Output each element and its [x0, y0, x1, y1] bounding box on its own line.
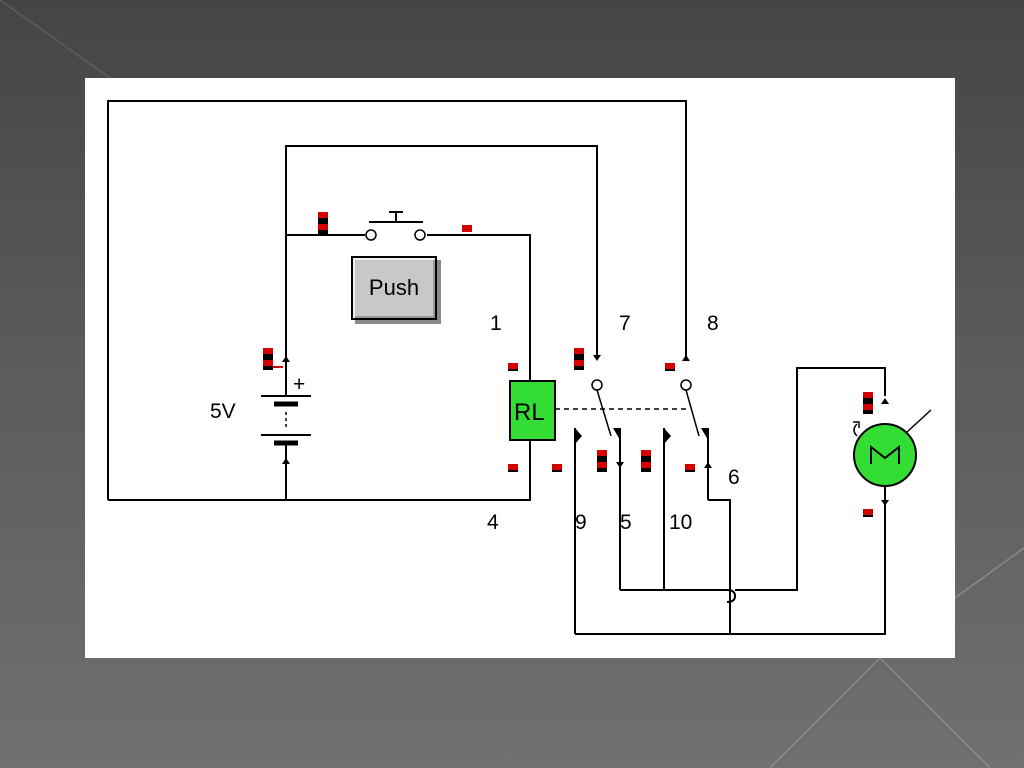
wire-bottom-bus — [575, 503, 886, 635]
pin-label-1: 1 — [490, 312, 502, 335]
pin-label-6: 6 — [728, 466, 740, 489]
wire-bottom-return — [108, 440, 531, 501]
battery-plus-sign: + — [293, 373, 305, 396]
relay-coil — [509, 380, 556, 441]
node-markers — [263, 212, 873, 517]
node-marker — [665, 363, 675, 371]
pin-label-5: 5 — [620, 511, 632, 534]
node-marker — [508, 464, 518, 472]
node-marker — [263, 348, 283, 370]
pin-label-7: 7 — [619, 312, 631, 335]
pin-label-8: 8 — [707, 312, 719, 335]
wire-motor-top-feed — [735, 367, 886, 591]
relay-label: RL — [514, 399, 545, 426]
wire-pin6-to-bottom — [708, 499, 731, 634]
node-marker — [597, 450, 607, 472]
schematic-panel: + 5V RL — [85, 78, 955, 658]
push-switch — [365, 211, 426, 241]
node-marker — [574, 348, 584, 370]
node-marker — [552, 464, 562, 472]
wire-pin7-loop — [285, 145, 598, 358]
push-button[interactable]: Push — [351, 256, 437, 320]
node-marker — [685, 464, 695, 472]
motor-icon — [853, 398, 932, 506]
pin-label-4: 4 — [487, 511, 499, 534]
wire-outer-loop — [107, 100, 687, 500]
node-marker — [508, 363, 518, 371]
battery-voltage-label: 5V — [210, 400, 236, 423]
relay-switch-b — [663, 355, 712, 590]
node-marker — [863, 509, 873, 517]
wire-switch-to-relay — [427, 234, 531, 383]
battery-symbol — [261, 356, 311, 464]
circuit-diagram: + 5V RL — [107, 100, 932, 635]
node-marker — [318, 212, 328, 234]
node-marker — [462, 225, 472, 232]
node-marker — [863, 392, 873, 414]
relay-switch-a — [574, 355, 624, 634]
pin-label-10: 10 — [669, 511, 692, 534]
node-marker — [641, 450, 651, 472]
pin-label-9: 9 — [575, 511, 587, 534]
